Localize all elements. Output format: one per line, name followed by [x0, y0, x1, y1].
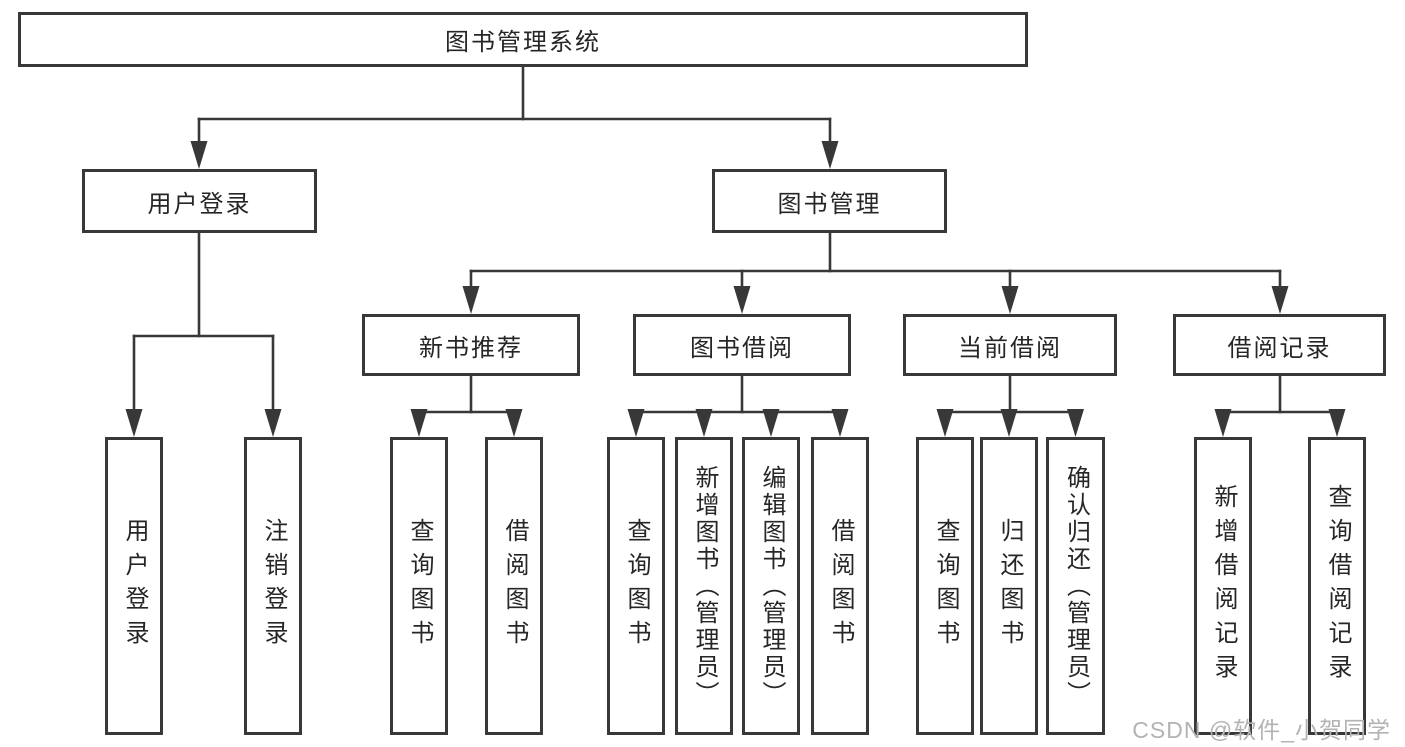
node-user-login: 用户登录 [82, 169, 317, 233]
node-label: 编辑图书（管理员） [758, 464, 785, 708]
node-label: 借阅记录 [1227, 334, 1332, 362]
node-label: 借阅图书 [827, 518, 854, 654]
arrow-down-icon [462, 286, 480, 314]
node-library-management-system: 图书管理系统 [18, 12, 1028, 67]
arrow-down-icon [936, 409, 954, 437]
node-label: 查询图书 [406, 518, 433, 654]
node-label: 图书管理系统 [445, 29, 601, 56]
node-label: 注销登录 [260, 518, 287, 654]
node-label: 图书管理 [777, 190, 882, 218]
node-label: 用户登录 [121, 518, 148, 654]
arrow-down-icon [733, 286, 751, 314]
node-leaf-edit-books-admin: 编辑图书（管理员） [742, 437, 800, 735]
node-leaf-logout: 注销登录 [244, 437, 302, 735]
node-label: 确认归还（管理员） [1062, 464, 1090, 708]
arrow-down-icon [410, 409, 428, 437]
node-leaf-query-borrow-record: 查询借阅记录 [1308, 437, 1366, 735]
node-leaf-add-books-admin: 新增图书（管理员） [675, 437, 733, 735]
node-book-borrowing: 图书借阅 [633, 314, 851, 376]
node-label: 查询图书 [932, 518, 959, 654]
node-leaf-confirm-return-admin: 确认归还（管理员） [1046, 437, 1105, 735]
node-borrowing-records: 借阅记录 [1173, 314, 1386, 376]
arrow-down-icon [1328, 409, 1346, 437]
node-current-borrowing: 当前借阅 [903, 314, 1117, 376]
node-label: 用户登录 [147, 190, 252, 218]
arrow-down-icon [1214, 409, 1232, 437]
node-leaf-borrow-books: 借阅图书 [811, 437, 869, 735]
arrow-down-icon [831, 409, 849, 437]
arrow-down-icon [1000, 409, 1018, 437]
arrow-down-icon [505, 409, 523, 437]
node-label: 新书推荐 [419, 334, 523, 362]
arrow-down-icon [190, 141, 208, 169]
arrow-down-icon [1271, 286, 1289, 314]
arrow-down-icon [821, 141, 839, 169]
node-leaf-query-books: 查询图书 [607, 437, 665, 735]
arrow-down-icon [762, 409, 780, 437]
node-label: 归还图书 [996, 518, 1023, 654]
node-leaf-query-books-recommend: 查询图书 [390, 437, 448, 735]
watermark: CSDN @软件_小贺同学 [1132, 717, 1391, 743]
arrow-down-icon [627, 409, 645, 437]
arrow-down-icon [695, 409, 713, 437]
node-label: 新增借阅记录 [1210, 484, 1237, 688]
node-new-book-recommend: 新书推荐 [362, 314, 580, 376]
arrow-down-icon [1067, 409, 1084, 437]
node-label: 查询图书 [623, 518, 650, 654]
node-leaf-add-borrow-record: 新增借阅记录 [1194, 437, 1252, 735]
node-leaf-user-login: 用户登录 [105, 437, 163, 735]
node-book-management: 图书管理 [712, 169, 947, 233]
node-label: 借阅图书 [501, 518, 528, 654]
node-label: 图书借阅 [690, 334, 794, 362]
node-leaf-return-books: 归还图书 [980, 437, 1038, 735]
node-leaf-borrow-books-recommend: 借阅图书 [485, 437, 543, 735]
arrow-down-icon [1001, 286, 1019, 314]
node-label: 当前借阅 [958, 334, 1062, 362]
node-leaf-query-books-current: 查询图书 [916, 437, 974, 735]
arrow-down-icon [264, 409, 282, 437]
node-label: 新增图书（管理员） [691, 464, 718, 708]
arrow-down-icon [125, 409, 143, 437]
node-label: 查询借阅记录 [1324, 484, 1351, 688]
